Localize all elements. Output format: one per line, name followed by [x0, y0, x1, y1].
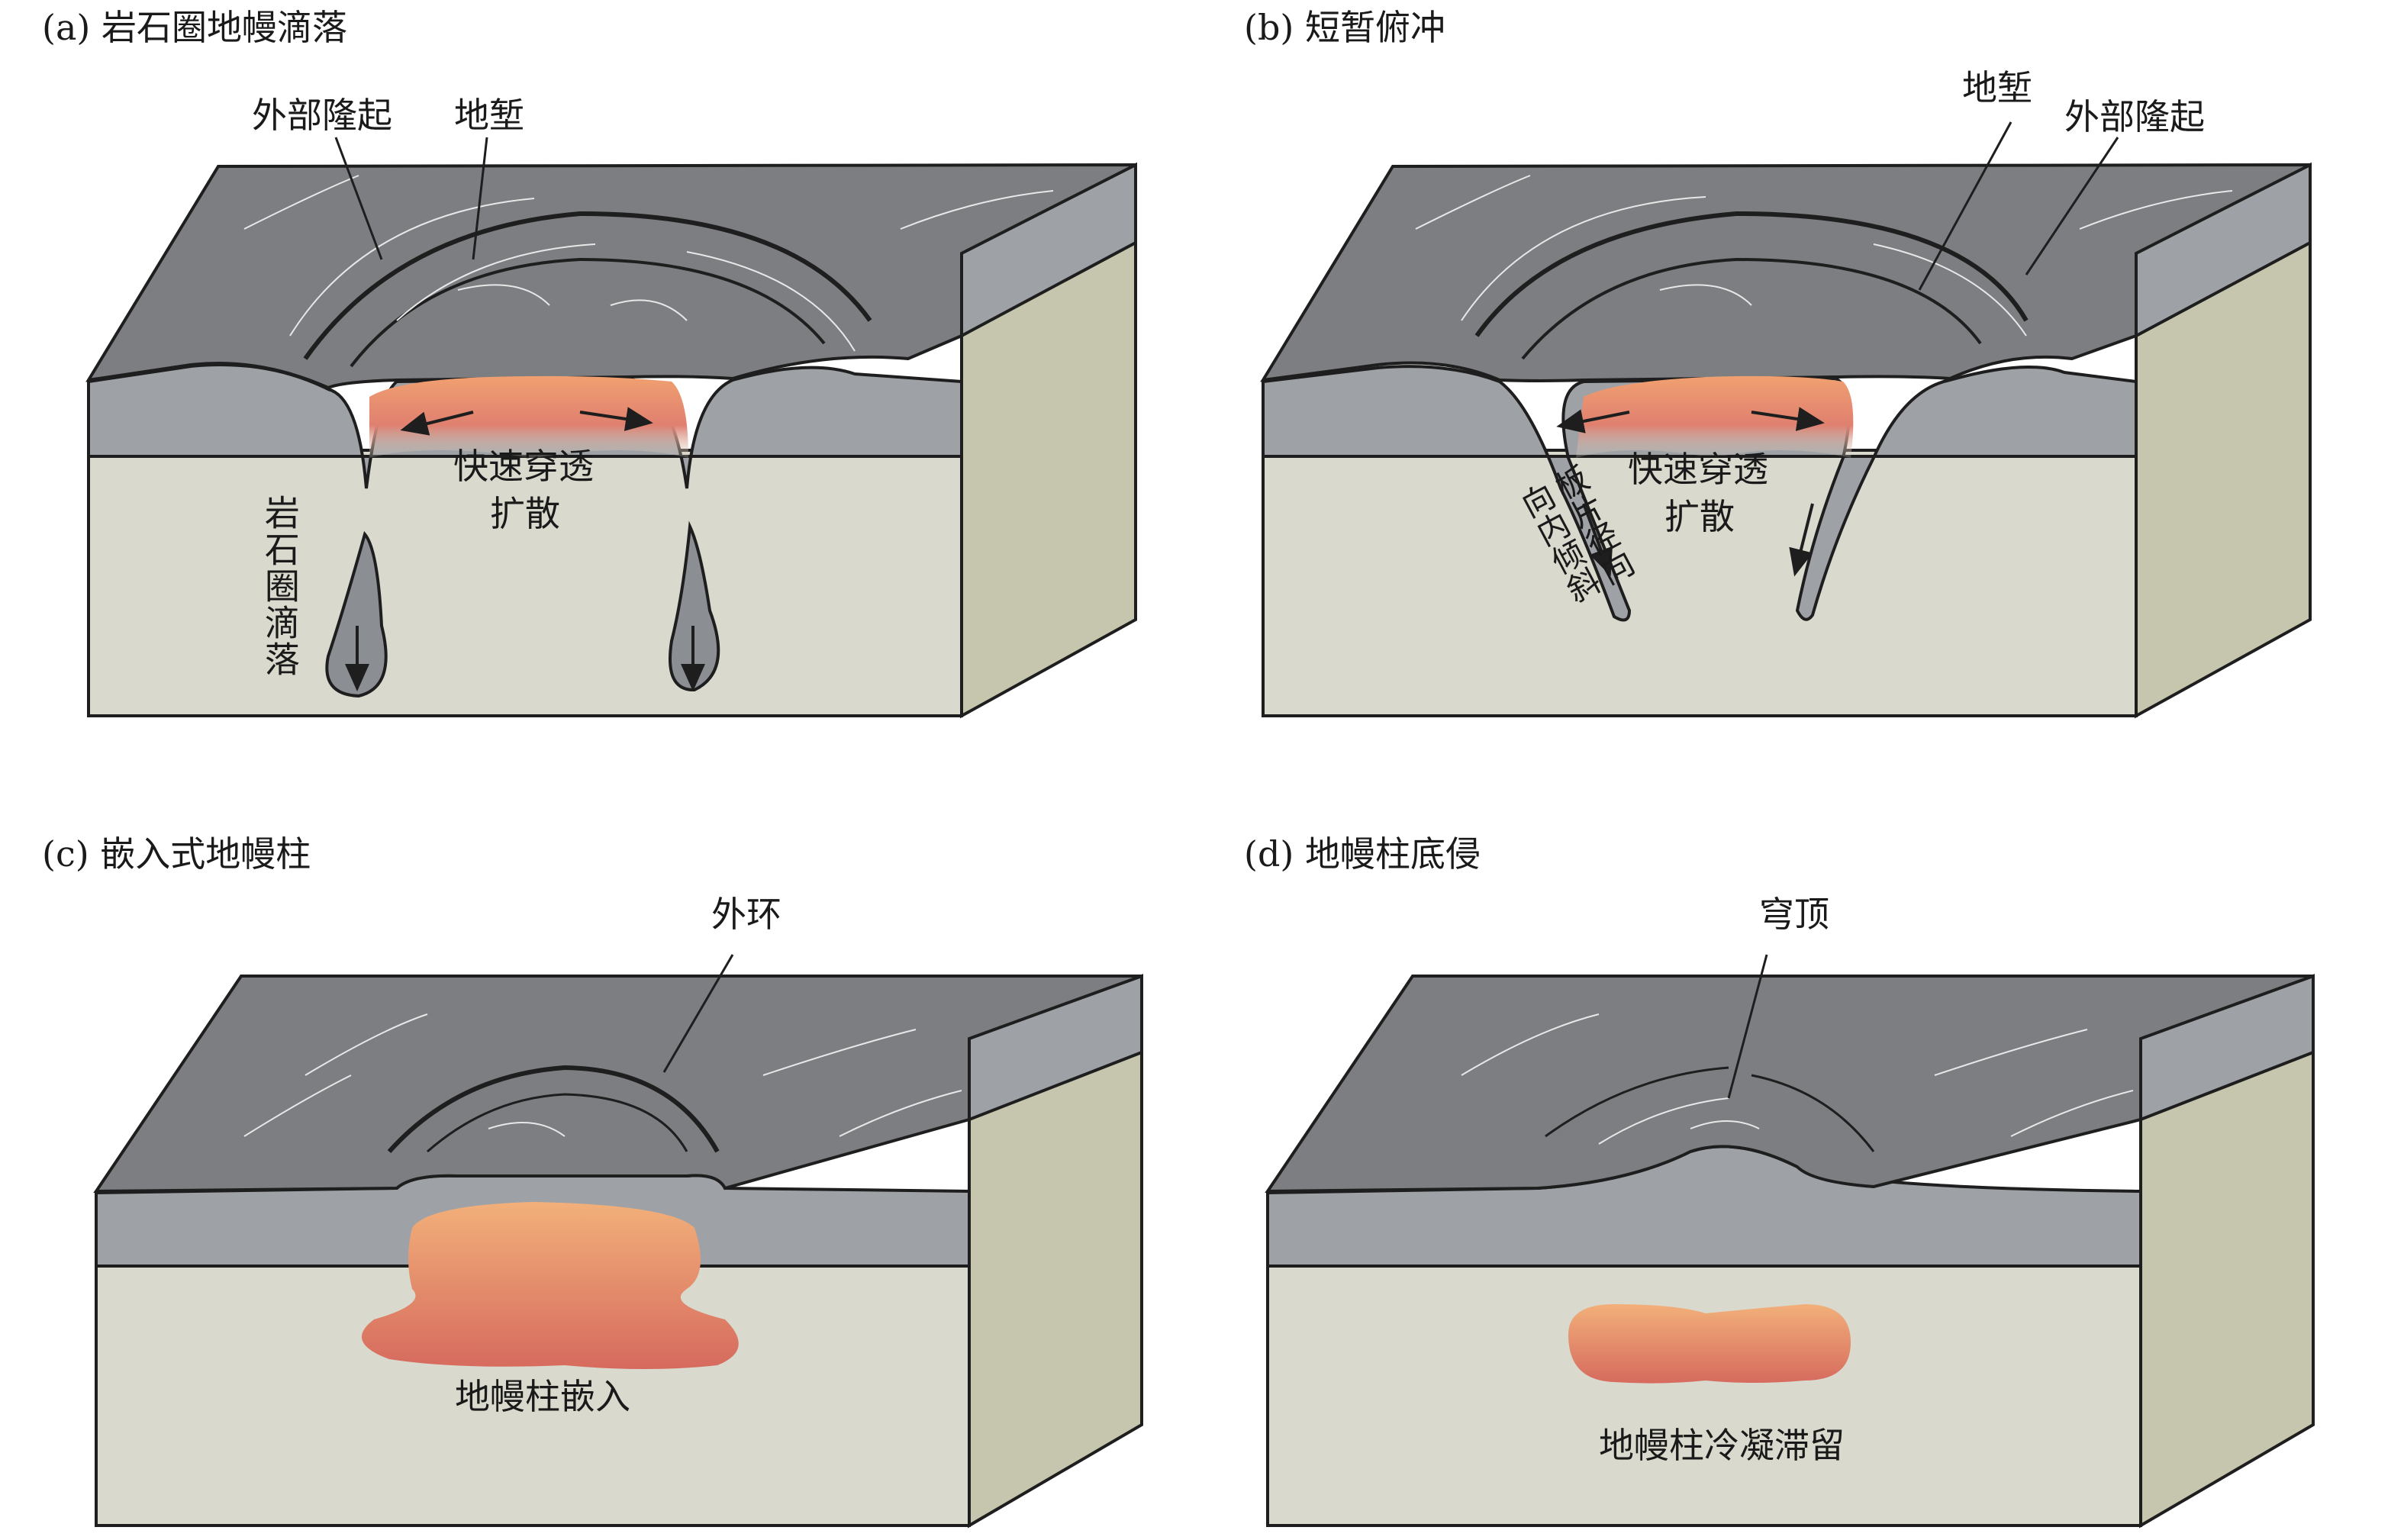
block-diagram [1260, 121, 2312, 719]
outer-ring-line [303, 211, 872, 360]
label-plume-stagnation: 地幔柱冷凝滞留 [1599, 1425, 1845, 1466]
leader-graben [1918, 121, 2012, 291]
plume-emplacement [362, 1202, 739, 1369]
label-outer-bulge: 外部隆起 [252, 95, 392, 136]
outer-ring-line [387, 1065, 720, 1154]
label-outer-ring: 外环 [711, 894, 781, 935]
slab-arrow-right [1789, 503, 1814, 577]
top-surface [93, 975, 1142, 1194]
outer-ring-line [1474, 211, 2029, 337]
leader-dome [1727, 954, 1768, 1099]
spread-arrow-right [579, 407, 653, 431]
panel-title: (a) 岩石圈地幔滴落 [42, 7, 347, 48]
mantle-front [87, 449, 963, 717]
label-outer-bulge: 外部隆起 [2064, 96, 2205, 137]
panel-title: (d) 地幔柱底侵 [1244, 833, 1481, 875]
label-graben: 地堑 [454, 95, 524, 136]
spread-arrow-right [1751, 407, 1825, 431]
label-plume-emplacement: 地幔柱嵌入 [455, 1376, 630, 1417]
panel-plume-underplating: (d) 地幔柱底侵 穹顶 地幔柱冷凝滞留 [1202, 770, 2404, 1540]
label-dome: 穹顶 [1759, 894, 1829, 935]
mantle-front [1266, 1263, 2142, 1527]
top-surface [1265, 975, 2314, 1194]
block-diagram [93, 954, 1143, 1529]
top-surface [1260, 163, 2311, 382]
label-fast-penetration: 快速穿透 [453, 446, 594, 487]
label-graben: 地堑 [1962, 67, 2032, 108]
leader-outer-ring [662, 954, 734, 1073]
panel-title: (c) 嵌入式地幔柱 [42, 833, 311, 875]
graben-line [1521, 257, 1982, 360]
panel-lithospheric-drip: (a) 岩石圈地幔滴落 外部隆起 地堑 快速穿 [0, 0, 1202, 770]
label-spreading: 扩散 [1664, 496, 1735, 537]
plume-spreading [1576, 375, 1854, 458]
top-surface [85, 163, 1136, 390]
crust-layer [1262, 365, 2138, 622]
spread-arrow-left [1556, 409, 1630, 433]
panel-embedded-plume: (c) 嵌入式地幔柱 外环 地幔柱嵌入 [0, 770, 1202, 1540]
block-diagram [85, 137, 1137, 719]
leader-graben [472, 137, 488, 260]
plume-stagnation [1568, 1304, 1851, 1384]
block-diagram [1265, 954, 2315, 1529]
leader-outer-bulge [334, 137, 383, 260]
label-spreading: 扩散 [490, 493, 560, 534]
spread-arrow-left [400, 411, 474, 436]
panel-title: (b) 短暂俯冲 [1244, 7, 1445, 48]
label-fast-penetration: 快速穿透 [1628, 449, 1768, 490]
plume-spreading [369, 375, 688, 458]
panel-transient-subduction: (b) 短暂俯冲 地堑 外部隆起 快速穿透 扩散 板片径向 向内倾斜 [1202, 0, 2404, 770]
drip-left [325, 530, 388, 698]
leader-outer-bulge [2025, 137, 2119, 275]
mantle-front [1262, 449, 2138, 717]
slab-arrow-left [1582, 503, 1613, 576]
label-lithospheric-drip: 岩石圈滴落 [259, 495, 301, 678]
